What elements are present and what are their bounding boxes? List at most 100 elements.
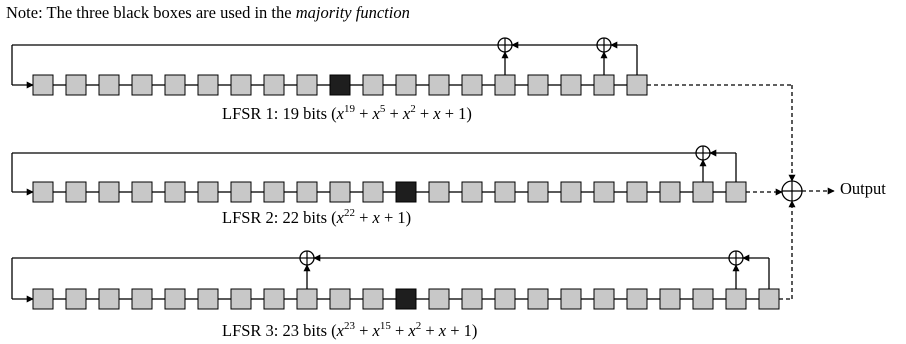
register-cell: [428, 181, 450, 203]
register-cell: [626, 74, 648, 96]
xor-gate: [596, 37, 612, 53]
register-cell: [626, 288, 648, 310]
caption-exponent: 5: [379, 103, 386, 115]
register-cell: [32, 288, 54, 310]
register-cell: [560, 181, 582, 203]
xor-gate: [728, 250, 744, 266]
caption-variable: x: [336, 104, 344, 123]
register-cell: [164, 181, 186, 203]
register-cell: [362, 74, 384, 96]
register-cell: [593, 288, 615, 310]
register-cell: [659, 288, 681, 310]
caption-variable: x: [336, 321, 344, 340]
caption-variable: x: [408, 321, 416, 340]
register-cell: [65, 74, 87, 96]
lfsr1-caption: LFSR 1: 19 bits (x19 + x5 + x2 + x + 1): [222, 103, 472, 124]
register-cell: [461, 74, 483, 96]
xor-gates: [299, 37, 803, 266]
register-cell: [263, 288, 285, 310]
output-label: Output: [840, 179, 886, 198]
caption-prefix: LFSR 2: 22 bits (: [222, 208, 337, 227]
register-cell: [593, 181, 615, 203]
register-cell: [494, 288, 516, 310]
register-cell: [560, 288, 582, 310]
caption-variable: x: [433, 104, 441, 123]
register-cell: [230, 74, 252, 96]
register-cell: [65, 181, 87, 203]
register-cell: [692, 288, 714, 310]
register-cell: [131, 74, 153, 96]
register-cell: [362, 288, 384, 310]
register-cell: [65, 288, 87, 310]
register-cell: [329, 288, 351, 310]
register-cell: [263, 181, 285, 203]
register-cell: [98, 181, 120, 203]
register-cell: [560, 74, 582, 96]
register-cell: [197, 288, 219, 310]
xor-gate: [497, 37, 513, 53]
caption-variable: x: [402, 104, 411, 123]
wiring: [11, 41, 835, 303]
register-cell: [758, 288, 780, 310]
register-cell: [527, 74, 549, 96]
caption-constant: 1): [463, 321, 478, 340]
register-cells: [32, 74, 780, 310]
register-cell: [296, 181, 318, 203]
register-cell: [626, 181, 648, 203]
register-cell: [593, 74, 615, 96]
caption-prefix: LFSR 3: 23 bits (: [222, 321, 337, 340]
register-cell: [395, 74, 417, 96]
majority-cell: [329, 74, 351, 96]
caption-exponent: 23: [343, 320, 355, 332]
register-cell: [527, 181, 549, 203]
register-cell: [164, 74, 186, 96]
caption-exponent: 15: [379, 320, 391, 332]
caption-variable: x: [372, 208, 380, 227]
register-cell: [98, 74, 120, 96]
register-cell: [329, 181, 351, 203]
register-cell: [32, 74, 54, 96]
lfsr3-caption: LFSR 3: 23 bits (x23 + x15 + x2 + x + 1): [222, 320, 478, 341]
lfsr2-caption: LFSR 2: 22 bits (x22 + x + 1): [222, 207, 412, 228]
output-xor-gate: [781, 180, 803, 202]
caption-prefix: LFSR 1: 19 bits (: [222, 104, 337, 123]
register-cell: [428, 74, 450, 96]
register-cell: [230, 288, 252, 310]
register-cell: [725, 181, 747, 203]
register-cell: [725, 288, 747, 310]
register-cell: [263, 74, 285, 96]
caption-constant: 1): [397, 208, 412, 227]
caption-variable: x: [336, 208, 344, 227]
register-cell: [32, 181, 54, 203]
register-cell: [461, 181, 483, 203]
caption-constant: 1): [458, 104, 472, 123]
note-text: Note: The three black boxes are used in …: [6, 3, 410, 22]
register-cell: [197, 181, 219, 203]
register-cell: [164, 288, 186, 310]
register-cell: [428, 288, 450, 310]
note-emphasis: majority function: [295, 3, 410, 22]
register-cell: [692, 181, 714, 203]
xor-gate: [695, 145, 711, 161]
register-cell: [494, 181, 516, 203]
caption-variable: x: [438, 321, 447, 340]
register-cell: [461, 288, 483, 310]
register-cell: [362, 181, 384, 203]
register-cell: [98, 288, 120, 310]
register-cell: [494, 74, 516, 96]
caption-exponent: 22: [343, 207, 355, 219]
caption-variable: x: [372, 321, 380, 340]
register-cell: [230, 181, 252, 203]
caption-exponent: 2: [415, 320, 422, 332]
caption-exponent: 2: [410, 103, 416, 115]
register-cell: [197, 74, 219, 96]
register-cell: [659, 181, 681, 203]
register-cell: [527, 288, 549, 310]
register-cell: [131, 181, 153, 203]
register-cell: [296, 74, 318, 96]
register-cell: [131, 288, 153, 310]
register-cell: [296, 288, 318, 310]
majority-cell: [395, 181, 417, 203]
caption-exponent: 19: [343, 103, 355, 115]
